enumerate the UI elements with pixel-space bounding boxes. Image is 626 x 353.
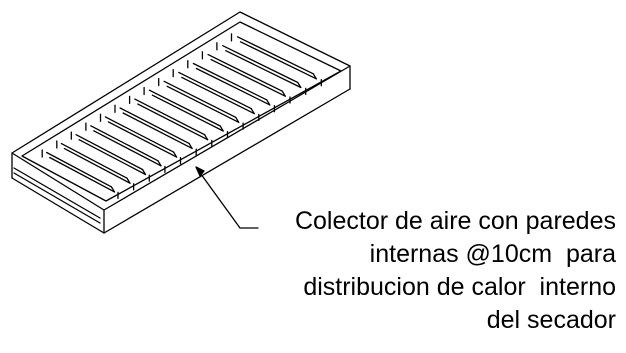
internal-wall-10-end [250,107,255,115]
internal-wall-8-end [219,125,224,132]
internal-wall-3-end [141,168,147,176]
internal-wall-6 [119,107,190,145]
frame-inner-top [21,21,342,202]
base-lip-lower [13,172,101,224]
internal-wall-11-face [195,67,271,106]
internal-wall-2-end [126,177,131,184]
internal-wall-2-face [63,147,131,184]
internal-wall-7 [134,98,206,136]
internal-wall-1 [46,151,113,188]
annotation-line-3: distribucion de calor interno [303,273,616,301]
internal-wall-14-face [239,41,317,80]
internal-wall-9-face [166,85,240,123]
internal-wall-10-face [181,76,255,115]
internal-wall-12 [207,53,283,92]
internal-wall-12-face [210,58,286,97]
internal-wall-7-face [137,103,209,141]
internal-wall-13-face [225,50,302,89]
internal-wall-3-face [78,139,147,176]
internal-wall-5-end [172,151,178,158]
internal-walls [41,33,322,200]
internal-wall-7-end [203,134,209,141]
internal-wall-5 [104,116,175,153]
internal-wall-1-end [110,186,116,193]
internal-wall-10 [178,71,252,110]
base-lip-upper [13,167,101,219]
internal-wall-8 [148,89,221,127]
internal-wall-9 [163,80,237,118]
internal-wall-5-face [107,121,178,158]
internal-wall-13 [222,45,299,84]
frame-bottom-right [103,88,351,234]
internal-wall-12-end [281,90,286,97]
internal-wall-8-face [151,94,224,132]
internal-wall-4-face [93,130,162,167]
annotation-line-1: Colector de aire con paredes [294,207,616,235]
internal-wall-14-end [312,73,317,80]
internal-wall-9-end [235,116,240,123]
leader-line [197,169,259,229]
collector-annotation: Colector de aire con paredes internas @1… [236,205,616,337]
internal-wall-2 [60,142,128,179]
internal-wall-1-face [49,156,116,193]
internal-wall-4-end [157,160,162,167]
internal-wall-4 [90,125,159,162]
internal-wall-3 [75,134,144,171]
internal-wall-6-face [122,112,193,150]
internal-wall-11-end [266,99,271,106]
annotation-line-4: del secador [486,306,616,334]
frame-bottom-left [11,177,105,234]
internal-wall-13-end [297,81,302,89]
internal-wall-6-end [188,142,193,150]
frame-outer-top [11,11,351,211]
leader-arrowhead [195,166,205,177]
annotation-line-2: internas @10cm para [369,240,616,268]
internal-wall-11 [192,62,268,101]
internal-wall-14 [236,36,314,75]
